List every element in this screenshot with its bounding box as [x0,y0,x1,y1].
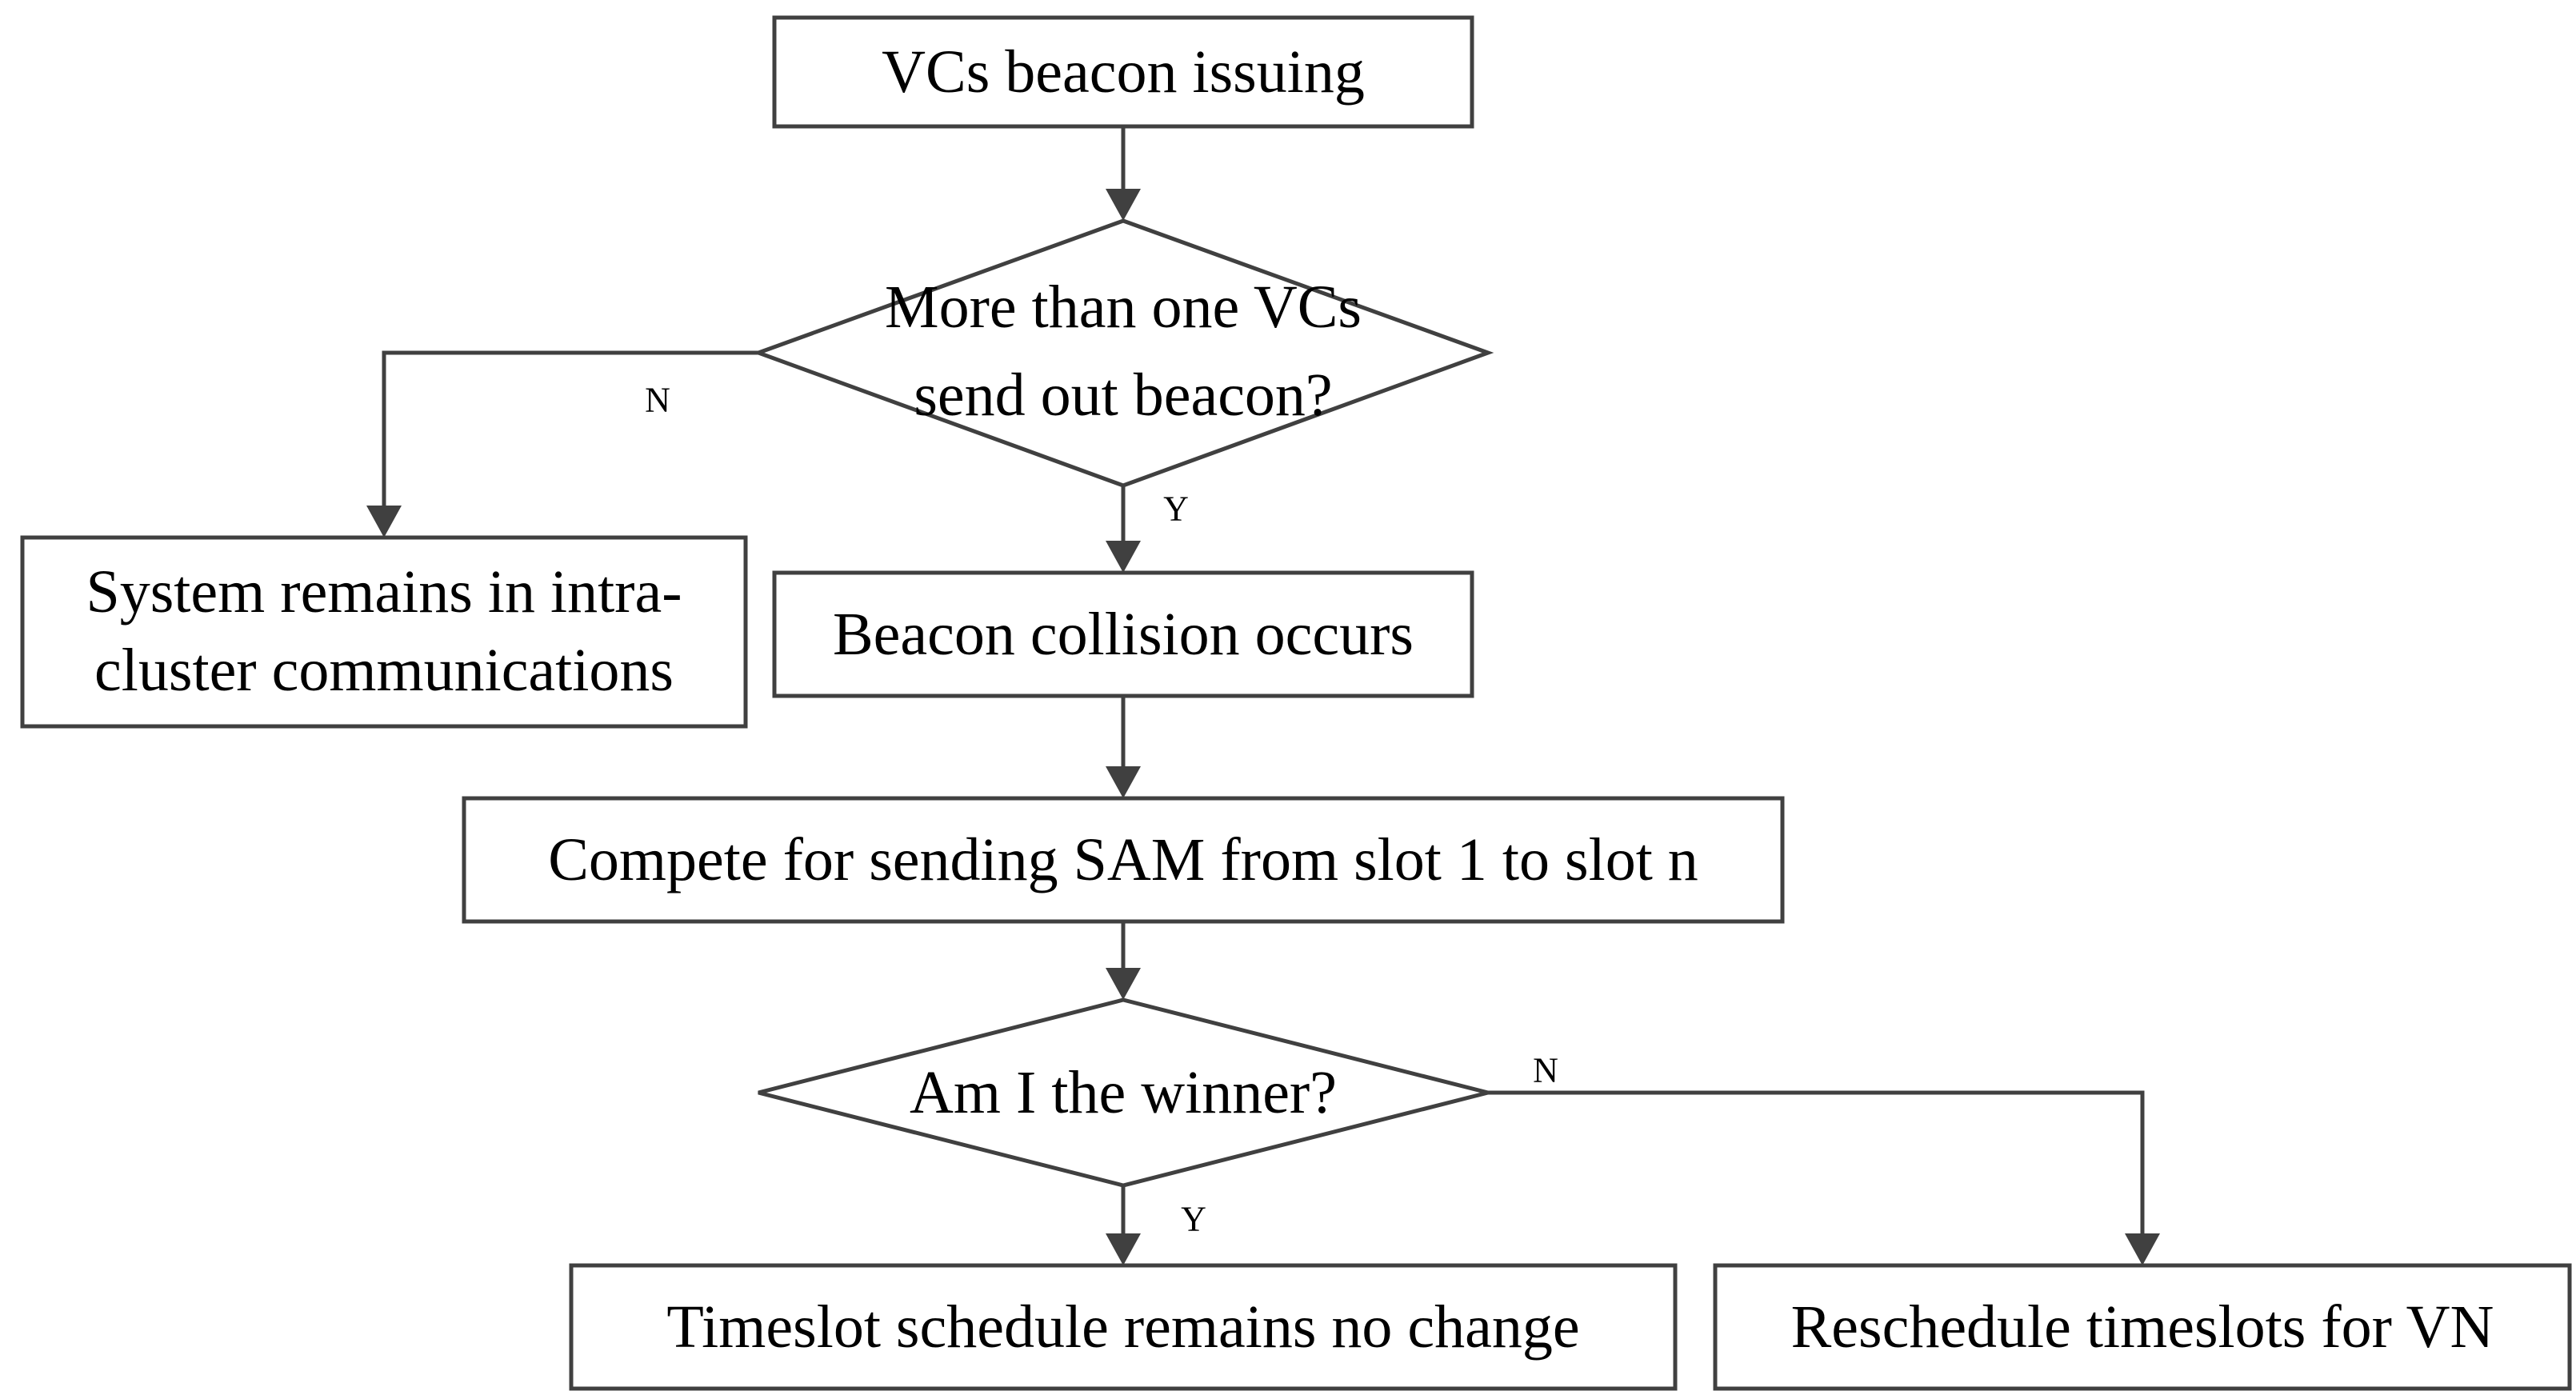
edge-label-decision1-yes: Y [1163,490,1189,529]
edge-label-decision2-no: N [1533,1051,1558,1090]
start-box [772,15,1474,129]
decision1-label-line2: send out beacon? [914,362,1332,429]
decision2-label: Am I the winner? [910,1059,1337,1126]
start-box-label: VCs beacon issuing [882,38,1365,106]
arrowhead-decision2-yes [1106,1233,1141,1265]
beacon-collision-label: Beacon collision occurs [833,601,1414,668]
arrowhead-decision2-no [2125,1233,2160,1265]
arrow-decision1-no [382,350,758,509]
decision1-label-line1: More than one VCs [885,274,1362,341]
intra-cluster-label-line1: System remains in intra- [86,558,682,626]
compete-sam-box [462,796,1785,924]
decision-more-than-one-vcs [752,218,1494,488]
intra-cluster-label-line2: cluster communications [94,637,674,704]
edge-label-decision2-yes: Y [1181,1200,1206,1239]
timeslot-no-change-box [569,1263,1678,1391]
arrow-decision2-no [1488,1090,2145,1237]
arrowhead-start-to-decision1 [1106,189,1141,221]
arrowhead-decision1-yes [1106,541,1141,573]
reschedule-label: Reschedule timeslots for VN [1791,1293,2494,1361]
arrowhead-decision1-no [366,506,402,538]
compete-sam-label: Compete for sending SAM from slot 1 to s… [548,826,1698,893]
arrowhead-compete-to-decision2 [1106,968,1141,1000]
edge-label-decision1-no: N [645,381,670,420]
timeslot-no-change-label: Timeslot schedule remains no change [666,1293,1579,1361]
reschedule-box [1713,1263,2572,1391]
arrowhead-collision-to-compete [1106,766,1141,798]
intra-cluster-box [20,535,748,729]
